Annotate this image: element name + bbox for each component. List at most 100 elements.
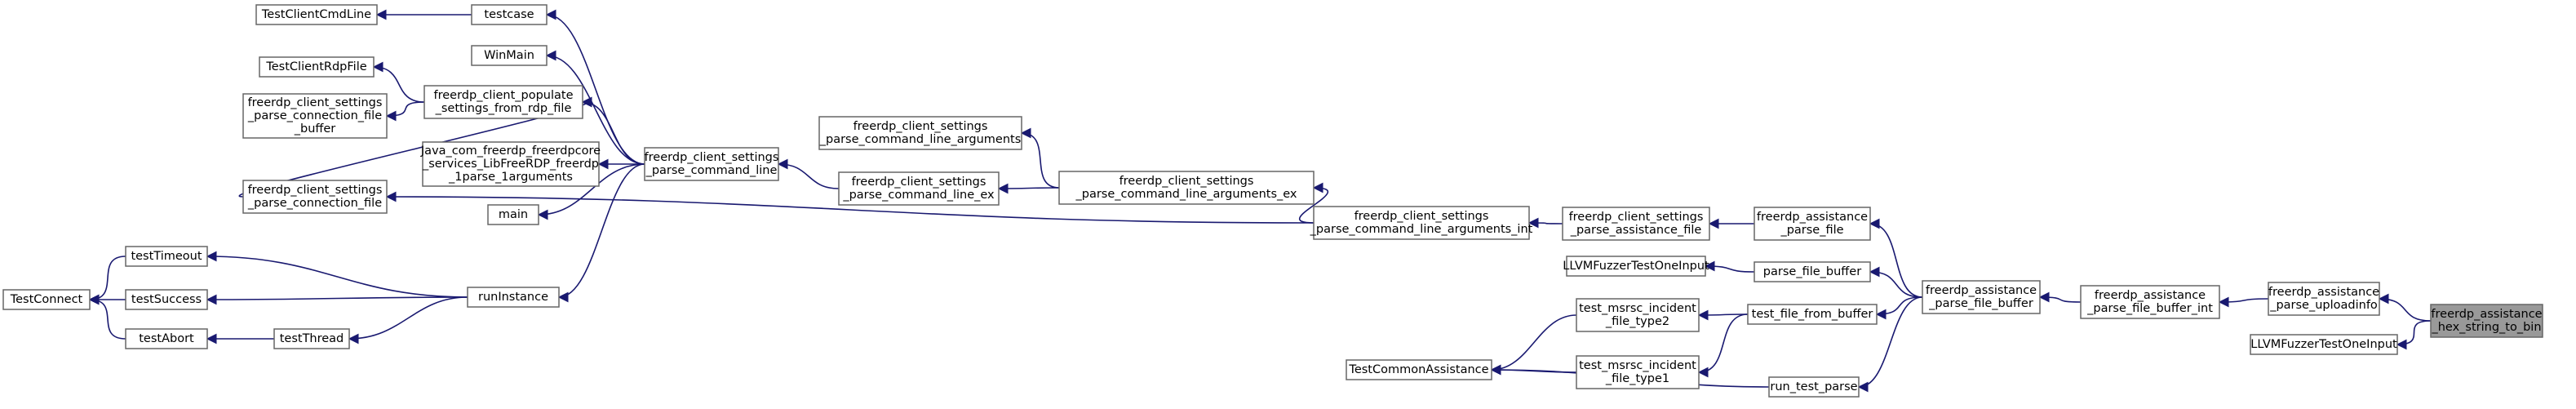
node-label-line: _parse_command_line_ex	[842, 189, 995, 202]
edge-n15-calls-n14	[1299, 182, 1328, 224]
function-node[interactable]: freerdp_assistance_parse_file_buffer	[1922, 280, 2041, 314]
edge-n6-calls-n4	[1869, 266, 1923, 298]
function-node[interactable]: freerdp_client_settings_parse_assistance…	[1562, 207, 1710, 241]
node-box	[1747, 304, 1878, 325]
function-node[interactable]: test_msrsc_incident_file_type2	[1576, 298, 1700, 332]
node-label-line: _file_type2	[1605, 315, 1669, 328]
node-box	[2430, 304, 2543, 338]
node-label-line: freerdp_client_settings	[853, 120, 988, 133]
function-node[interactable]: testThread	[273, 328, 350, 349]
node-box	[1576, 298, 1700, 332]
function-node[interactable]: TestCommonAssistance	[1346, 359, 1492, 380]
function-node[interactable]: runInstance	[467, 287, 560, 308]
function-node[interactable]: freerdp_client_settings_parse_command_li…	[838, 171, 1000, 206]
node-box	[1346, 359, 1492, 380]
node-box	[2250, 334, 2398, 355]
node-label-line: _parse_command_line_arguments	[819, 133, 1022, 146]
function-node[interactable]: freerdp_assistance_parse_file_buffer_int	[2080, 285, 2220, 319]
node-label-line: testAbort	[139, 332, 194, 345]
function-node[interactable]: TestClientRdpFile	[259, 56, 375, 78]
node-label-line: freerdp_client_settings	[248, 96, 383, 109]
function-node[interactable]: Java_com_freerdp_freerdpcore_services_Li…	[420, 141, 601, 187]
node-box	[255, 4, 378, 25]
node-box	[259, 56, 375, 78]
edge-n13-calls-n11	[1490, 314, 1577, 376]
edge-n4-calls-n3	[2038, 291, 2082, 303]
function-node[interactable]: WinMain	[471, 45, 548, 66]
node-box	[242, 180, 388, 214]
edge-n29-calls-n21	[206, 251, 468, 298]
node-box	[1754, 261, 1871, 282]
function-node[interactable]: test_msrsc_incident_file_type1	[1576, 355, 1700, 389]
node-box	[2, 289, 91, 310]
function-node[interactable]: testAbort	[125, 328, 208, 349]
node-box	[125, 246, 208, 267]
function-node[interactable]: freerdp_client_settings_parse_command_li…	[1058, 171, 1315, 205]
node-label-line: runInstance	[478, 291, 548, 304]
node-label-line: freerdp_client_populate	[433, 89, 573, 102]
node-label-line: testSuccess	[131, 293, 202, 306]
node-label-line: _parse_command_line	[645, 164, 778, 177]
function-node[interactable]: run_test_parse	[1768, 376, 1860, 398]
node-label-line: WinMain	[484, 49, 534, 62]
node-label-line: _parse_file	[1780, 224, 1843, 237]
node-label-line: freerdp_client_settings	[1120, 175, 1254, 188]
function-node[interactable]: freerdp_client_settings_parse_command_li…	[1310, 206, 1533, 240]
node-label-line: _buffer	[294, 122, 336, 136]
function-node[interactable]: testTimeout	[125, 246, 208, 267]
function-node[interactable]: test_file_from_buffer	[1747, 304, 1878, 325]
function-node[interactable]: freerdp_client_settings_parse_connection…	[242, 180, 388, 214]
function-node[interactable]: freerdp_assistance_parse_uploadinfo	[2268, 282, 2380, 316]
edge-n11-calls-n7	[1697, 309, 1749, 321]
edge-n5-calls-n4	[1869, 218, 1923, 298]
node-label-line: _1parse_1arguments	[448, 171, 573, 184]
node-label-line: freerdp_client_settings	[1569, 211, 1704, 224]
node-label-line: TestConnect	[10, 293, 83, 306]
node-box	[1576, 355, 1700, 389]
node-box	[818, 116, 1022, 150]
node-label-line: _hex_string_to_bin	[2431, 321, 2541, 334]
node-label-line: LLVMFuzzerTestOneInput	[1563, 260, 1709, 273]
node-box	[1566, 256, 1706, 277]
node-box	[1922, 280, 2041, 314]
function-node[interactable]: freerdp_client_settings_parse_command_li…	[818, 116, 1022, 150]
node-box	[1562, 207, 1710, 241]
node-label-line: freerdp_assistance	[2268, 286, 2379, 299]
node-box	[273, 328, 350, 349]
function-node[interactable]: freerdp_assistance_parse_file	[1754, 207, 1871, 241]
node-label-line: freerdp_client_settings	[852, 176, 987, 189]
node-label-line: _parse_file_buffer_int	[2086, 302, 2213, 315]
edge-n12-calls-n7	[1697, 313, 1749, 378]
node-label-line: parse_file_buffer	[1763, 265, 1861, 278]
node-box	[422, 141, 600, 187]
function-node[interactable]: LLVMFuzzerTestOneInput	[2250, 334, 2398, 355]
node-label-line: main	[499, 208, 528, 221]
edge-n8-calls-n4	[1857, 296, 1923, 393]
function-node[interactable]: freerdp_client_settings_parse_connection…	[242, 93, 388, 139]
node-box	[471, 4, 548, 25]
node-box	[125, 289, 208, 310]
root-function-node[interactable]: freerdp_assistance_hex_string_to_bin	[2430, 304, 2543, 338]
function-node[interactable]: parse_file_buffer	[1754, 261, 1871, 282]
function-node[interactable]: TestClientCmdLine	[255, 4, 378, 25]
node-label-line: freerdp_assistance	[2431, 308, 2542, 321]
node-box	[2080, 285, 2220, 319]
function-node[interactable]: main	[487, 204, 539, 225]
edge-n10-calls-n6	[1704, 260, 1755, 273]
edge-n16-calls-n14	[385, 191, 1315, 224]
function-node[interactable]: freerdp_client_settings_parse_command_li…	[644, 147, 779, 181]
function-node[interactable]: freerdp_client_populate_settings_from_rd…	[423, 85, 583, 119]
edge-n30-calls-n21	[206, 294, 468, 305]
node-label-line: _parse_connection_file	[247, 109, 382, 122]
node-label-line: freerdp_client_settings	[645, 151, 779, 164]
edge-n17-calls-n15	[1020, 127, 1060, 189]
function-node[interactable]: testSuccess	[125, 289, 208, 310]
function-node[interactable]: LLVMFuzzerTestOneInput	[1563, 256, 1709, 277]
node-label-line: _settings_from_rdp_file	[435, 102, 572, 115]
function-node[interactable]: testcase	[471, 4, 548, 25]
function-node[interactable]: TestConnect	[2, 289, 91, 310]
node-label-line: _file_type1	[1605, 372, 1669, 385]
node-box	[125, 328, 208, 349]
node-box	[467, 287, 560, 308]
edge-n32-calls-n29	[88, 256, 126, 305]
